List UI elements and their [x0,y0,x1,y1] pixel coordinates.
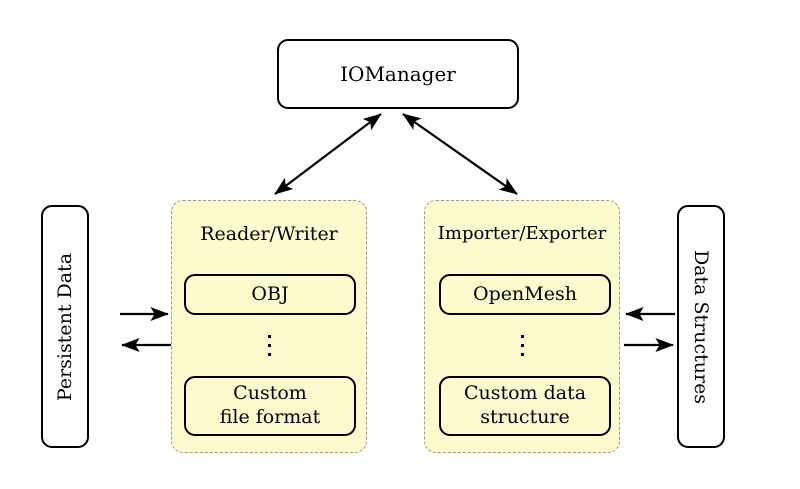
ellipsis-dot [267,353,271,356]
node-custom-data-structure[interactable]: Custom data structure [439,376,611,436]
node-custom-data-structure-line1: Custom data [463,382,587,405]
node-openmesh-label: OpenMesh [473,282,577,305]
ellipsis-importer-exporter [425,329,619,356]
ellipsis-dot [520,353,524,356]
node-data-structures[interactable]: Data Structures [677,205,725,448]
connector-manager-importer-exporter [402,113,518,195]
node-iomanager[interactable]: IOManager [277,39,519,109]
node-persistent-data[interactable]: Persistent Data [41,205,89,448]
node-iomanager-label: IOManager [340,61,456,86]
node-custom-file-format-line1: Custom [233,382,307,405]
group-importer-exporter[interactable]: Importer/Exporter OpenMesh Custom data s… [424,200,620,453]
ellipsis-dot [267,344,271,347]
node-data-structures-label: Data Structures [690,249,712,404]
ellipsis-dot [520,344,524,347]
group-importer-exporter-title: Importer/Exporter [437,223,607,244]
connector-manager-reader-writer [274,113,382,195]
node-custom-file-format[interactable]: Custom file format [184,376,356,436]
node-openmesh[interactable]: OpenMesh [439,274,611,315]
ellipsis-dot [267,335,271,338]
ellipsis-dot [520,335,524,338]
node-obj-label: OBJ [251,282,289,305]
node-obj[interactable]: OBJ [184,274,356,315]
node-custom-file-format-line2: file format [219,406,321,428]
node-persistent-data-label: Persistent Data [54,252,76,401]
group-reader-writer-title: Reader/Writer [200,223,338,245]
ellipsis-reader-writer [172,329,366,356]
group-reader-writer[interactable]: Reader/Writer OBJ Custom file format [171,200,367,453]
node-custom-data-structure-line2: structure [480,406,570,428]
